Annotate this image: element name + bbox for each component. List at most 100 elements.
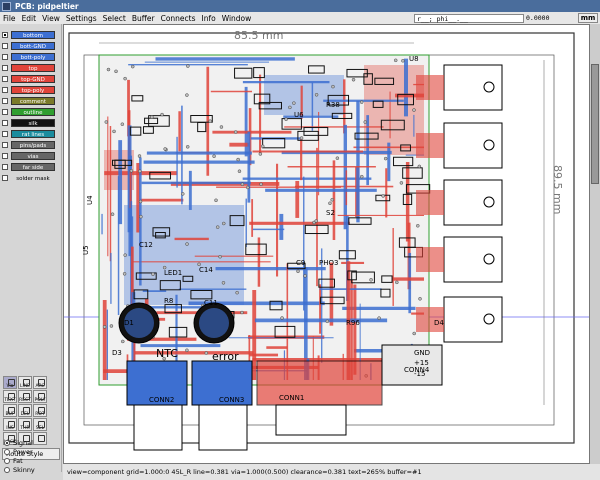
component-footprint[interactable] (129, 126, 142, 136)
component-footprint[interactable] (380, 119, 405, 131)
radio-icon[interactable] (4, 457, 10, 464)
component-footprint[interactable] (348, 217, 372, 225)
via[interactable] (417, 164, 422, 169)
menu-view[interactable]: View (42, 13, 60, 23)
component-footprint[interactable] (258, 101, 282, 110)
via[interactable] (259, 182, 263, 187)
via[interactable] (331, 84, 335, 89)
layer-toggle-button[interactable]: silk (11, 118, 55, 127)
tool-rect-button[interactable]: RECT (18, 390, 32, 403)
via[interactable] (299, 136, 304, 140)
component-footprint[interactable] (149, 171, 172, 180)
component-footprint[interactable] (303, 127, 329, 136)
via[interactable] (246, 185, 250, 190)
component-footprint[interactable] (304, 224, 329, 235)
layer-radio[interactable] (2, 42, 8, 49)
tool-del-button[interactable]: DEL (18, 404, 32, 417)
via[interactable] (219, 125, 224, 129)
via[interactable] (360, 174, 364, 179)
component-footprint[interactable] (393, 156, 414, 167)
via[interactable] (412, 331, 416, 336)
layer-row-bottom[interactable]: bottom (2, 30, 60, 39)
via[interactable] (369, 278, 373, 282)
layer-toggle-button[interactable]: solder mask (11, 173, 55, 182)
via[interactable] (162, 356, 166, 361)
radio-icon[interactable] (4, 448, 10, 455)
via[interactable] (204, 351, 209, 355)
menu-select[interactable]: Select (102, 13, 126, 23)
component-footprint[interactable] (182, 275, 194, 282)
layer-toggle-button[interactable]: top-GND (11, 74, 55, 83)
component-footprint[interactable] (402, 193, 413, 205)
tool-arc-button[interactable]: ARC (33, 376, 47, 389)
component-footprint[interactable] (372, 100, 384, 108)
radio-icon[interactable] (4, 466, 10, 473)
via[interactable] (218, 254, 222, 259)
layer-radio[interactable] (2, 141, 8, 148)
layer-toggle-button[interactable]: bott-GND (11, 41, 55, 50)
layer-toggle-button[interactable]: bott-poly (11, 52, 55, 61)
via[interactable] (138, 199, 143, 204)
layer-radio[interactable] (2, 174, 8, 181)
via[interactable] (160, 112, 164, 117)
component-footprint[interactable] (114, 159, 126, 169)
component-footprint[interactable] (152, 227, 171, 237)
via[interactable] (110, 212, 115, 216)
via[interactable] (233, 130, 238, 134)
via[interactable] (351, 77, 356, 82)
component-footprint[interactable] (133, 289, 149, 300)
via[interactable] (162, 265, 167, 270)
component-footprint[interactable] (159, 280, 181, 291)
component-footprint[interactable] (269, 300, 283, 311)
layer-radio[interactable] (2, 97, 8, 104)
via[interactable] (212, 154, 216, 158)
via[interactable] (395, 280, 399, 285)
via[interactable] (215, 225, 220, 229)
component-footprint[interactable] (327, 94, 350, 106)
route-style-signal[interactable]: Signal (4, 438, 60, 447)
component-footprint[interactable] (346, 68, 368, 78)
layer-row-comment[interactable]: comment (2, 96, 60, 105)
via[interactable] (240, 182, 245, 186)
via[interactable] (137, 154, 142, 158)
via[interactable] (114, 69, 118, 74)
layer-row-solder-mask[interactable]: solder mask (2, 173, 60, 182)
via[interactable] (181, 192, 185, 196)
layer-row-far-side[interactable]: far side (2, 162, 60, 171)
via[interactable] (381, 194, 385, 198)
vertical-scrollbar[interactable] (590, 24, 600, 464)
layer-row-bott-poly[interactable]: bott-poly (2, 52, 60, 61)
via[interactable] (314, 93, 319, 97)
tool-blank-13-button[interactable] (18, 432, 32, 445)
component-footprint[interactable] (402, 167, 423, 179)
via[interactable] (130, 64, 135, 69)
via[interactable] (412, 108, 416, 112)
units-toggle-button[interactable]: mm (578, 13, 598, 23)
via[interactable] (325, 319, 330, 324)
layer-radio[interactable] (2, 130, 8, 137)
component-footprint[interactable] (274, 325, 296, 338)
component-footprint[interactable] (281, 118, 302, 130)
via[interactable] (330, 198, 334, 202)
via[interactable] (288, 105, 292, 110)
via[interactable] (237, 169, 242, 173)
via[interactable] (214, 198, 218, 203)
tool-text-button[interactable]: TEXT (3, 390, 17, 403)
layer-row-top-gnd[interactable]: top-GND (2, 74, 60, 83)
via[interactable] (314, 219, 318, 223)
via[interactable] (258, 152, 263, 156)
component-footprint[interactable] (229, 215, 245, 227)
component-footprint[interactable] (347, 270, 357, 281)
tool-blank-14-button[interactable] (33, 432, 47, 445)
menu-connects[interactable]: Connects (160, 13, 196, 23)
layer-row-rat-lines[interactable]: rat lines (2, 129, 60, 138)
component-footprint[interactable] (253, 67, 265, 79)
tool-ins-button[interactable]: INS (3, 418, 17, 431)
route-style-skinny[interactable]: Skinny (4, 465, 60, 474)
layer-toggle-button[interactable]: outline (11, 107, 55, 116)
layer-radio[interactable] (2, 119, 8, 126)
via[interactable] (139, 214, 143, 219)
via[interactable] (102, 325, 107, 329)
via[interactable] (151, 272, 155, 276)
via[interactable] (328, 201, 332, 206)
